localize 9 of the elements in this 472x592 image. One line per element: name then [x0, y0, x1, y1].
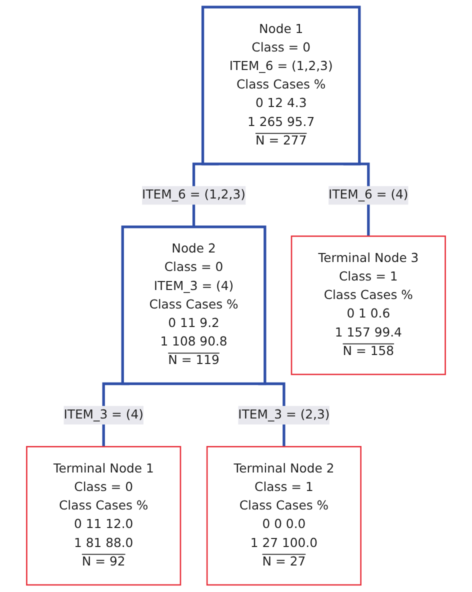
edge-label: ITEM_6 = (1,2,3)	[142, 188, 246, 202]
node-box: Terminal Node 1 Class = 0 Class Cases % 0 11 12.0 1 81 88.0 N = 92	[26, 446, 182, 586]
node-box: Node 1 Class = 0 ITEM_6 = (1,2,3) Class Cases % 0 12 4.3 1 265 95.7 N = 277	[201, 6, 361, 166]
edge-label: ITEM_6 = (4)	[328, 188, 408, 202]
edge-label: ITEM_3 = (2,3)	[238, 408, 330, 422]
edge-label: ITEM_3 = (4)	[64, 408, 144, 422]
node-box: Terminal Node 2 Class = 1 Class Cases % 0 0 0.0 1 27 100.0 N = 27	[206, 446, 362, 586]
node-box: Node 2 Class = 0 ITEM_3 = (4) Class Cases % 0 11 9.2 1 108 90.8 N = 119	[121, 226, 266, 386]
node-box: Terminal Node 3 Class = 1 Class Cases % 0 1 0.6 1 157 99.4 N = 158	[290, 236, 446, 376]
